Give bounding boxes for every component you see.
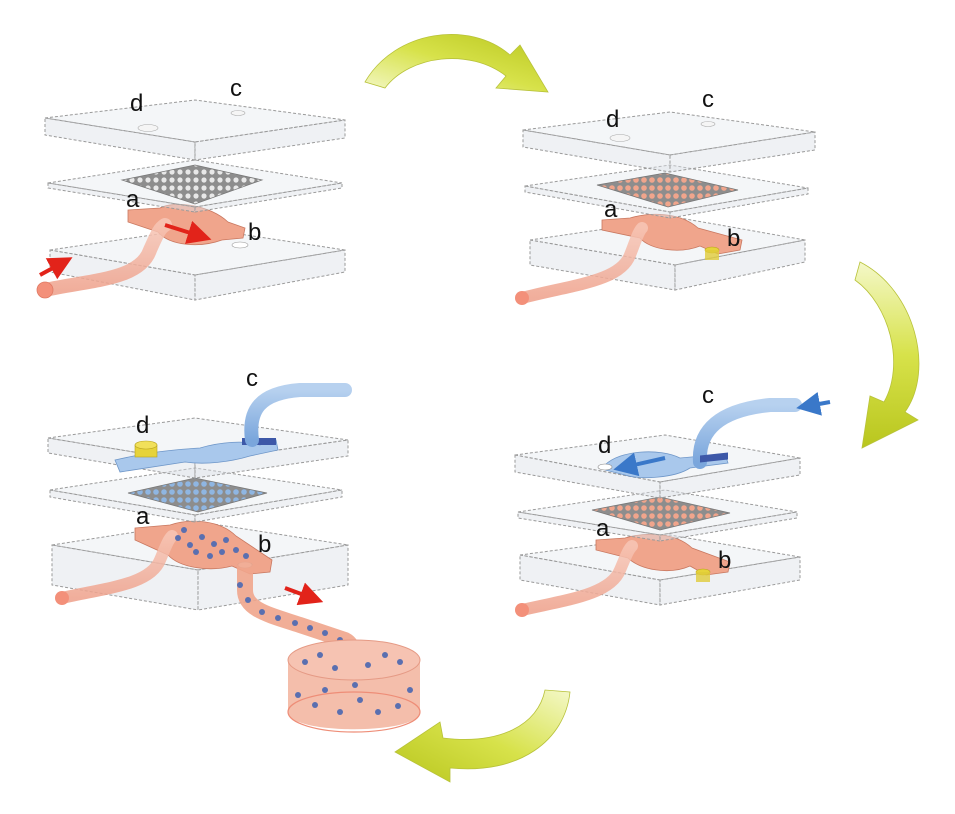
top-layer — [522, 111, 816, 173]
cell-dot — [317, 652, 323, 658]
label-a: a — [136, 503, 150, 530]
flow-arrow-red — [164, 220, 212, 244]
panel-step-4: d c a b — [47, 365, 421, 733]
label-d: d — [130, 90, 143, 117]
label-c: c — [246, 365, 258, 392]
cell-dot — [181, 527, 187, 533]
tube-c-port — [242, 438, 276, 445]
cell-dot — [352, 682, 358, 688]
outflow-arrow-red — [284, 582, 324, 606]
cell-dot — [382, 652, 388, 658]
label-a: a — [596, 515, 610, 542]
label-a: a — [604, 196, 618, 223]
cell-dot — [199, 534, 205, 540]
inlet-arrow-red — [39, 257, 73, 280]
cell-dot — [237, 582, 243, 588]
mesh-membrane — [591, 496, 731, 531]
inlet-arrow-blue — [796, 392, 831, 416]
label-b: b — [258, 531, 271, 558]
mesh-membrane — [127, 477, 268, 513]
cell-dot — [332, 665, 338, 671]
mesh-membrane — [596, 172, 739, 208]
membrane-layer — [517, 489, 798, 542]
cycle-arrow-1-to-2 — [364, 34, 549, 93]
cells-in-dish — [295, 652, 413, 715]
collection-dish — [287, 639, 421, 733]
top-layer — [514, 398, 802, 499]
cell-dot — [292, 620, 298, 626]
cell-dot — [243, 553, 249, 559]
cell-dot — [187, 542, 193, 548]
cell-dot — [175, 535, 181, 541]
cell-dot — [302, 659, 308, 665]
cell-dot — [395, 703, 401, 709]
cell-dot — [219, 549, 225, 555]
top-layer — [47, 383, 352, 479]
valve-plug-d — [134, 440, 158, 458]
cell-dot — [322, 687, 328, 693]
cell-dot — [337, 709, 343, 715]
tube-c — [244, 383, 352, 447]
cell-dot — [275, 615, 281, 621]
panel-step-3: d c a b — [514, 382, 831, 617]
label-b: b — [718, 547, 731, 574]
cycle-arrow-3-to-4 — [394, 689, 571, 783]
flow-arrow-blue — [613, 452, 666, 477]
cell-dot — [259, 609, 265, 615]
cell-dot — [312, 702, 318, 708]
cell-dot — [211, 541, 217, 547]
label-c: c — [230, 75, 242, 102]
label-c: c — [702, 86, 714, 113]
cell-dot — [223, 537, 229, 543]
cell-dot — [193, 549, 199, 555]
panel-step-2: d c a b — [515, 86, 816, 305]
label-a: a — [126, 186, 140, 213]
bottom-channel — [515, 533, 731, 617]
label-d: d — [598, 432, 611, 459]
label-b: b — [248, 219, 261, 246]
cell-dot — [207, 553, 213, 559]
cell-dot — [245, 597, 251, 603]
cell-dot — [407, 687, 413, 693]
cell-dot — [322, 630, 328, 636]
cell-dot — [307, 625, 313, 631]
membrane-layer — [47, 159, 343, 213]
cell-dot — [397, 659, 403, 665]
cycle-arrow-2-to-3 — [854, 261, 920, 449]
top-layer — [44, 99, 346, 161]
cell-dot — [365, 662, 371, 668]
cell-dot — [357, 697, 363, 703]
mesh-membrane — [120, 164, 264, 205]
label-d: d — [606, 106, 619, 133]
tube-c — [692, 398, 802, 469]
cell-dot — [233, 547, 239, 553]
label-b: b — [727, 225, 740, 252]
panel-step-1: d c a b — [36, 75, 346, 301]
cell-dot — [295, 692, 301, 698]
label-c: c — [702, 382, 714, 409]
label-d: d — [136, 412, 149, 439]
membrane-layer — [524, 164, 809, 219]
membrane-layer — [49, 467, 343, 523]
cell-dot — [375, 709, 381, 715]
